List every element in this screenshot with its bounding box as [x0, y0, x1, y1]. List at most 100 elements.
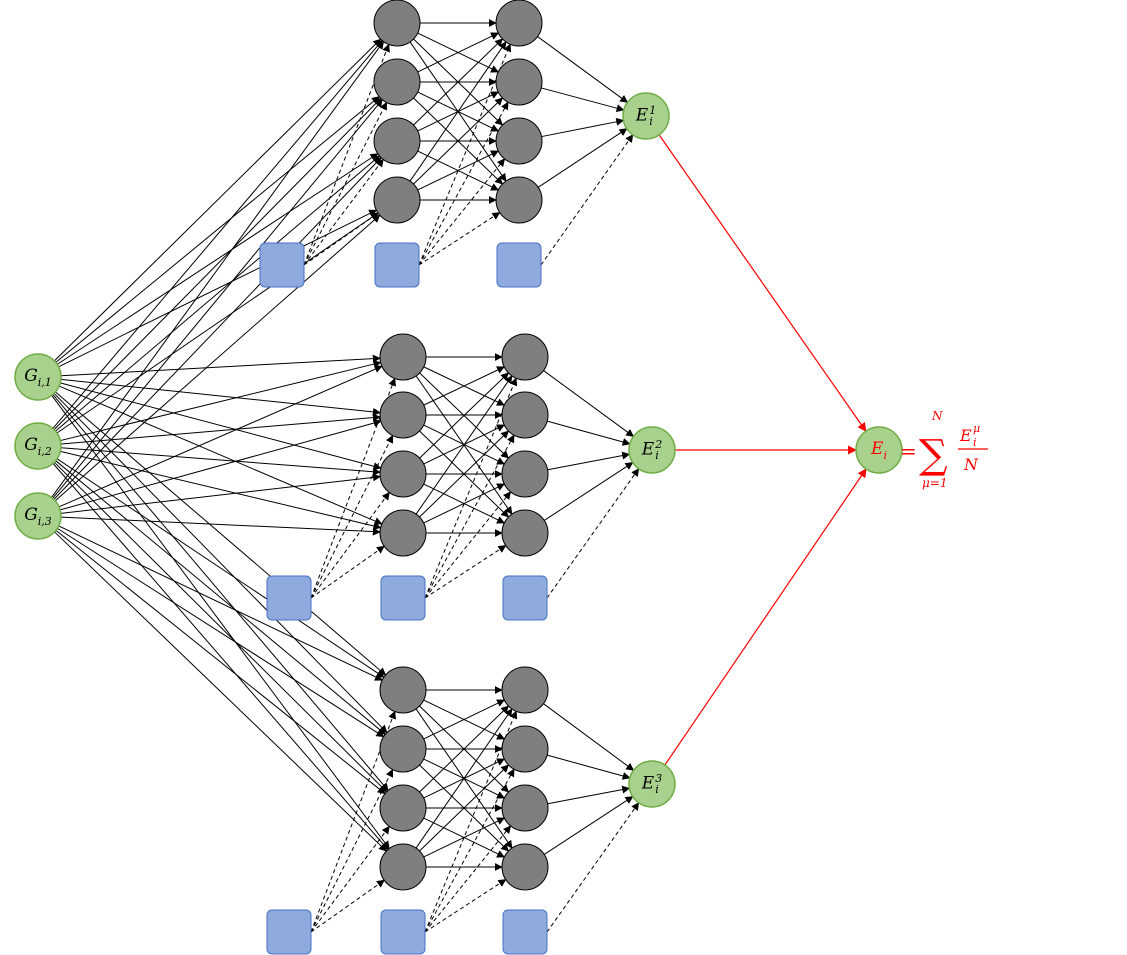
output-label-sup: 1: [649, 104, 657, 117]
hidden-to-hidden-edge: [419, 705, 510, 793]
bias-edge: [310, 434, 394, 599]
input-node: [14, 422, 62, 470]
network-nodes: [14, 0, 903, 955]
hidden-neuron: [379, 843, 427, 891]
bias-node: [266, 575, 312, 621]
equation-numerator-sup: μ: [973, 422, 980, 435]
hidden-to-hidden-edge: [423, 817, 506, 858]
hidden-neuron: [379, 784, 427, 832]
input-to-hidden-edge: [58, 365, 383, 508]
hidden-to-output-edge: [547, 785, 631, 805]
input-label-base: G: [24, 365, 38, 386]
input-to-hidden-edge: [58, 525, 383, 681]
hidden-to-output-edge: [537, 128, 628, 188]
input-node: [14, 353, 62, 401]
input-to-hidden-edge: [52, 463, 389, 851]
hidden-to-output-edge: [541, 87, 625, 113]
equation-upper-limit: N: [931, 409, 943, 423]
input-to-hidden-edge: [56, 212, 379, 434]
hidden-to-output-edge: [543, 462, 634, 521]
sum-energy-node-label-wrap: Ei: [839, 425, 919, 475]
equation-numerator-sub: i: [973, 436, 977, 449]
input-to-hidden-edge: [54, 531, 387, 852]
bias-edge: [546, 802, 640, 933]
sum-energy-label: Ei: [871, 439, 887, 462]
hidden-neuron: [501, 391, 549, 439]
hidden-to-hidden-edge: [413, 38, 504, 126]
input-to-hidden-edge: [60, 473, 381, 514]
output-label-base: E: [641, 773, 655, 794]
hidden-to-hidden-edge: [417, 150, 500, 191]
output-to-sum-edge: [664, 468, 867, 766]
hidden-to-output-edge: [543, 796, 634, 855]
input-to-hidden-edge: [55, 391, 387, 676]
bias-edge: [424, 545, 507, 599]
hidden-neuron: [495, 58, 543, 106]
hidden-to-hidden-edge: [419, 430, 510, 518]
hidden-to-output-edge: [541, 117, 625, 138]
input-to-hidden-edge: [55, 529, 386, 795]
hidden-neuron: [379, 509, 427, 557]
input-to-hidden-edge: [60, 450, 382, 530]
hidden-neuron: [501, 725, 549, 773]
input-to-hidden-edge: [60, 378, 381, 416]
hidden-neuron: [379, 333, 427, 381]
hidden-to-hidden-edge: [413, 97, 504, 185]
output-label-base: E: [641, 439, 655, 460]
bias-edge: [310, 491, 390, 599]
input-node-label-wrap: Gi,1: [0, 352, 78, 402]
input-to-hidden-edge: [54, 38, 382, 362]
input-label: Gi,1: [24, 366, 52, 389]
output-label-sup: 2: [655, 438, 663, 451]
output-label-sub: i: [655, 449, 659, 462]
equation-equals: =: [900, 439, 917, 463]
hidden-neuron: [373, 58, 421, 106]
input-to-hidden-edge: [53, 157, 382, 500]
input-label: Gi,3: [24, 505, 52, 528]
hidden-to-output-edge: [543, 703, 635, 771]
input-to-hidden-edge: [55, 460, 386, 735]
sum-energy-label-sub: i: [883, 448, 887, 462]
bias-edge: [418, 101, 509, 266]
equation-denominator: N: [963, 455, 979, 474]
bias-edge: [303, 101, 388, 266]
hidden-neuron: [501, 784, 549, 832]
subnet-output-node: [628, 760, 676, 808]
input-to-hidden-edge: [56, 458, 385, 678]
input-label-sub: i,1: [37, 375, 52, 389]
hidden-neuron: [379, 391, 427, 439]
input-node-label-wrap: Gi,3: [0, 491, 78, 541]
sum-energy-node: [855, 426, 903, 474]
bias-node: [266, 909, 312, 955]
hidden-to-output-edge: [543, 370, 635, 437]
output-label-sup: 3: [655, 772, 663, 785]
bias-edge: [424, 710, 518, 933]
bias-node: [502, 575, 548, 621]
input-node-label-box: Gi,1: [0, 352, 78, 402]
input-node: [14, 492, 62, 540]
bias-node: [502, 909, 548, 955]
input-to-hidden-edge: [52, 394, 389, 792]
hidden-neuron: [495, 117, 543, 165]
hidden-neuron: [373, 117, 421, 165]
input-to-hidden-edge: [56, 153, 379, 365]
bias-edge: [424, 491, 512, 599]
output-label-base: E: [635, 105, 649, 126]
bias-node: [259, 242, 305, 288]
hidden-to-output-edge: [547, 754, 631, 780]
equation-sum-symbol: ∑: [919, 432, 948, 478]
bias-edge: [546, 468, 640, 599]
input-to-hidden-edge: [60, 354, 381, 377]
input-to-hidden-edge: [52, 39, 383, 429]
hidden-to-hidden-edge: [423, 699, 506, 740]
